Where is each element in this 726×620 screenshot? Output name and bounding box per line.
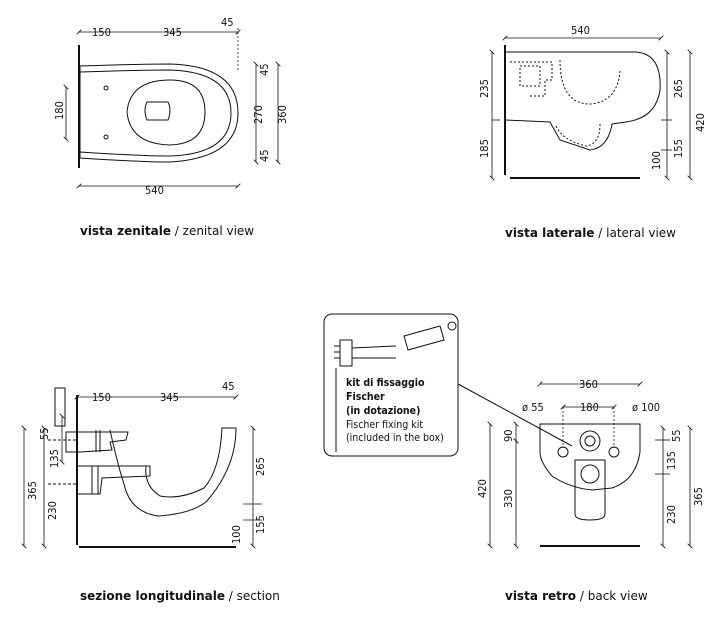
section-caption-it: sezione longitudinale [80, 589, 225, 603]
back-caption: vista retro / back view [505, 589, 648, 603]
back-dimensions [490, 384, 690, 546]
back-left-total: 420 [476, 479, 489, 498]
fixing-kit-en-line-2: (included in the box) [346, 432, 444, 444]
section-top-dim-3: 45 [222, 380, 235, 393]
section-left-dim-1: 55 [38, 427, 51, 440]
section-right-dim-1: 265 [254, 457, 267, 476]
back-top-dim: 360 [579, 378, 598, 391]
zenital-top-dim-1: 150 [92, 26, 111, 39]
lateral-right-total: 420 [694, 113, 707, 132]
section-left-dim-2: 135 [48, 449, 61, 468]
zenital-caption-en: zenital view [182, 224, 255, 238]
zenital-dimensions [66, 28, 278, 186]
back-caption-en: back view [587, 589, 648, 603]
zenital-top-dim-2: 345 [163, 26, 182, 39]
lateral-left-dim-1: 235 [478, 79, 491, 98]
back-view [539, 423, 641, 547]
section-top-dim-1: 150 [92, 391, 111, 404]
zenital-right-total: 360 [276, 105, 289, 124]
fixing-kit-it-line-1: kit di fissaggio [346, 377, 425, 389]
section-top-dim-2: 345 [160, 391, 179, 404]
back-left-diameter: ø 55 [522, 401, 544, 414]
section-caption: sezione longitudinale / section [80, 589, 280, 603]
lateral-right-dim-2: 155 [672, 139, 685, 158]
zenital-right-dim-3: 45 [258, 149, 271, 162]
back-caption-it: vista retro [505, 589, 577, 603]
back-left-dim-2: 330 [502, 489, 515, 508]
section-caption-en: section [236, 589, 280, 603]
zenital-right-dim-2: 270 [252, 105, 265, 124]
caption-separator: / [576, 589, 588, 603]
section-right-dim-3: 100 [230, 525, 243, 544]
section-dimensions [24, 397, 262, 546]
fixing-kit-en-line-1: Fischer fixing kit [346, 419, 423, 431]
section-right-dim-2: 155 [254, 515, 267, 534]
zenital-caption-it: vista zenitale [80, 224, 171, 238]
caption-separator: / [224, 589, 237, 603]
section-view [48, 387, 237, 548]
back-right-total: 365 [692, 487, 705, 506]
lateral-left-dim-2: 185 [478, 139, 491, 158]
back-right-dim-1: 55 [670, 429, 683, 442]
zenital-bottom-dim: 540 [145, 184, 164, 197]
lateral-right-dim-1: 265 [672, 79, 685, 98]
lateral-top-dim: 540 [571, 24, 590, 37]
caption-separator: / [594, 226, 607, 240]
zenital-caption: vista zenitale / zenital view [80, 224, 254, 238]
zenital-right-dim-1: 45 [258, 63, 271, 76]
back-right-dim-2: 135 [665, 451, 678, 470]
fixing-kit-it-line-3: (in dotazione) [346, 405, 420, 417]
zenital-view [78, 45, 239, 168]
section-left-total: 365 [26, 481, 39, 500]
back-middle-dim: 180 [580, 401, 599, 414]
zenital-left-dim: 180 [53, 101, 66, 120]
lateral-caption-it: vista laterale [505, 226, 595, 240]
zenital-top-dim-3: 45 [221, 16, 234, 29]
fixing-kit-it-line-2: Fischer [346, 391, 385, 403]
lateral-caption: vista laterale / lateral view [505, 226, 676, 240]
lateral-right-dim-3: 100 [650, 151, 663, 170]
back-right-diameter: ø 100 [632, 401, 660, 414]
lateral-view [504, 45, 661, 179]
fixing-kit-callout [323, 313, 573, 457]
back-right-dim-3: 230 [665, 505, 678, 524]
lateral-caption-en: lateral view [606, 226, 676, 240]
lateral-dimensions [492, 38, 690, 178]
caption-separator: / [170, 224, 183, 238]
section-left-dim-3: 230 [46, 501, 59, 520]
back-left-dim-1: 90 [502, 429, 515, 442]
